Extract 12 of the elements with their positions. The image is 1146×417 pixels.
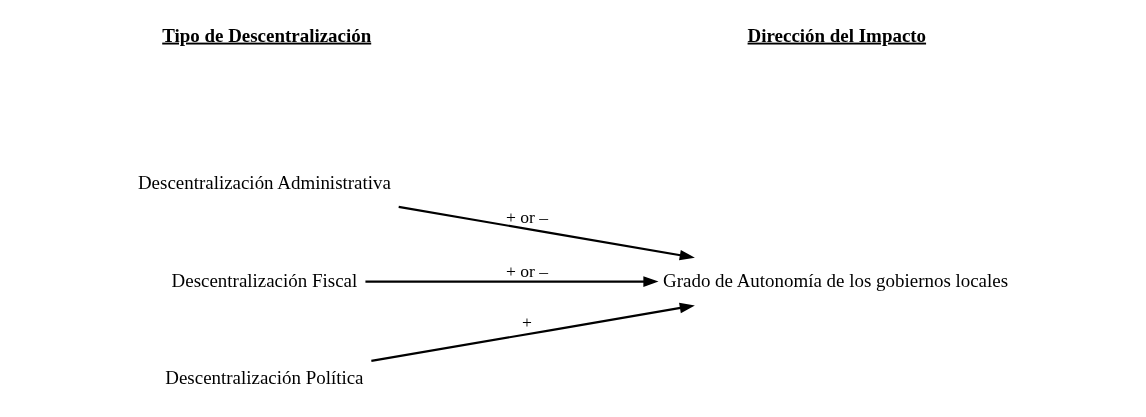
arrow (398, 205, 695, 261)
label: Dirección del Impacto (747, 24, 927, 46)
node-text: Grado de Autonomía de los gobiernos locales (663, 269, 1009, 291)
node-text: Descentralización Política (165, 367, 364, 389)
node-text: Descentralización Fiscal (171, 269, 358, 291)
arrow (365, 276, 659, 287)
edge-label: + or – (505, 260, 549, 281)
edge-label: + (522, 312, 532, 333)
label: Tipo de Descentralización (162, 24, 372, 46)
edge-label: + or – (505, 206, 549, 227)
arrow (371, 302, 695, 362)
node-text: Descentralización Administrativa (137, 172, 391, 194)
